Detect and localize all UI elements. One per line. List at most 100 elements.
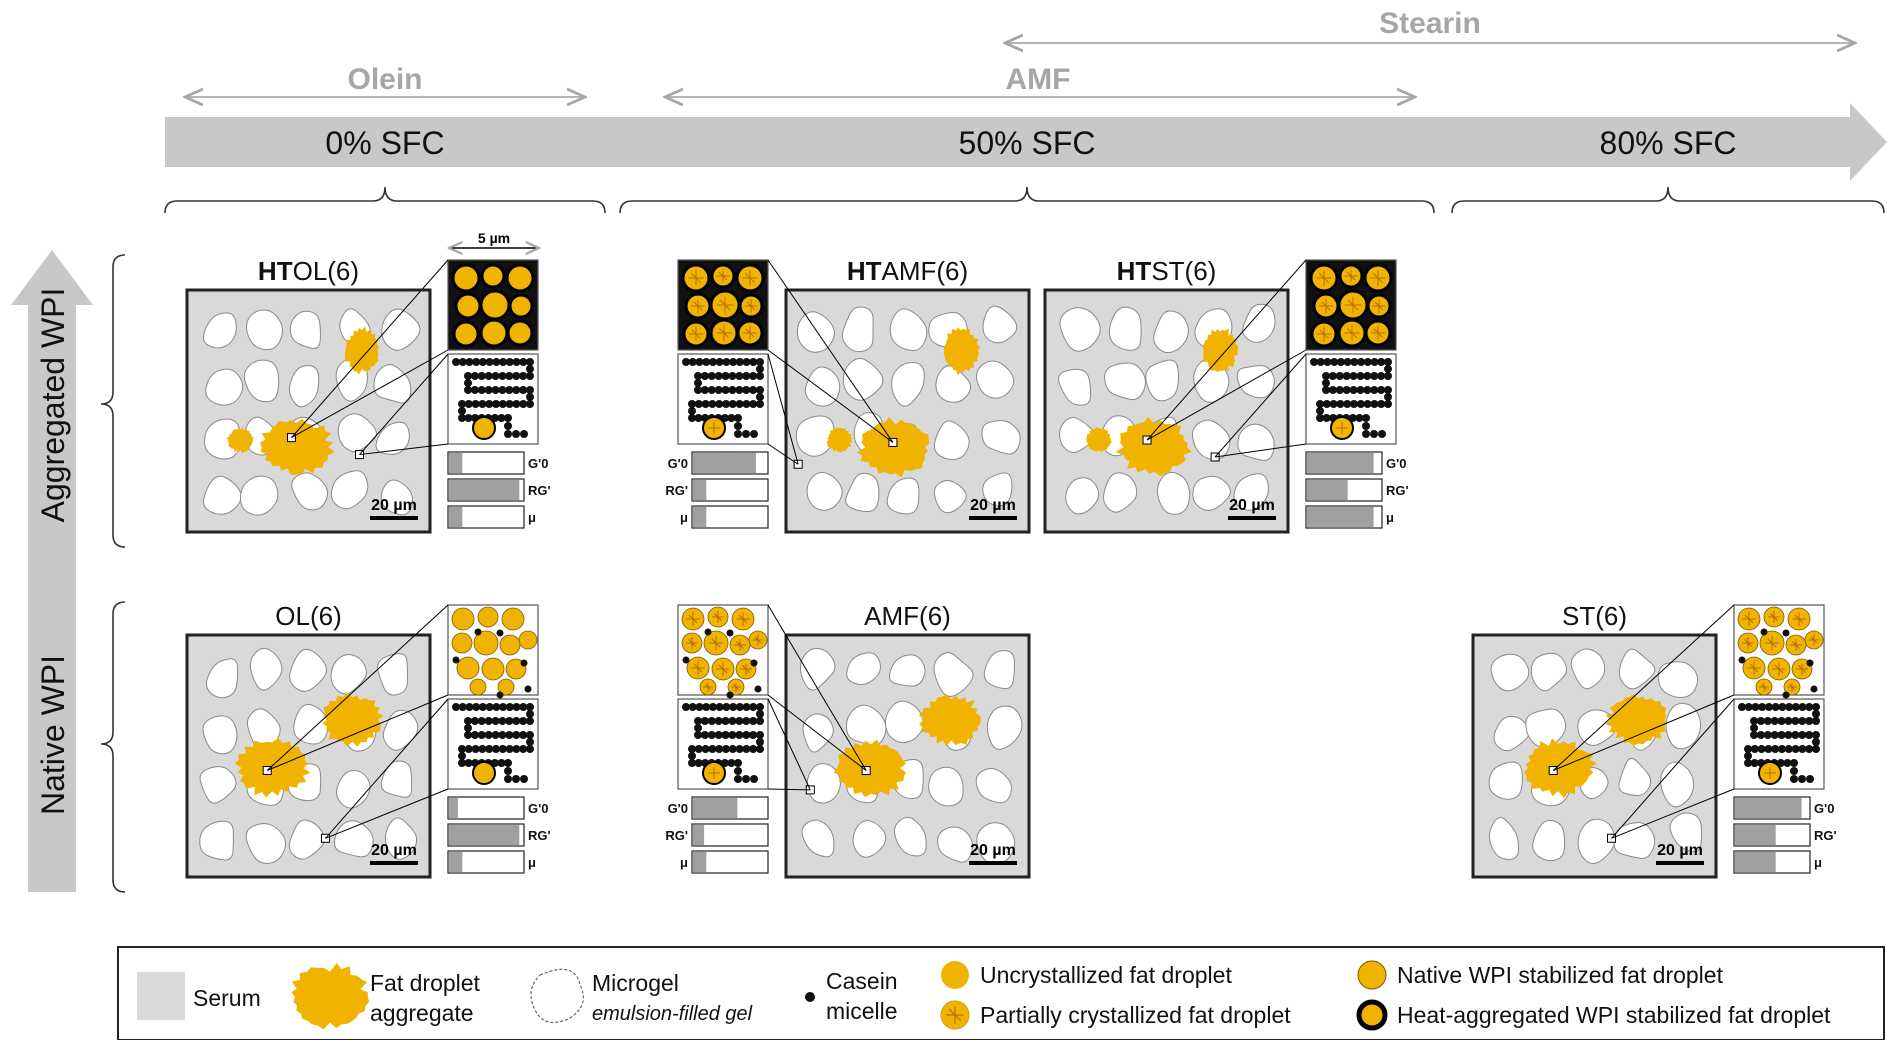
ol-microgel [246, 708, 281, 751]
st-casein [1798, 775, 1806, 783]
htst-microgel [1059, 307, 1101, 352]
ol-casein [464, 731, 472, 739]
htol-casein [458, 407, 466, 415]
htol-casein [478, 400, 487, 408]
ol-embedded-droplet [472, 761, 496, 785]
htamf-casein [750, 430, 758, 438]
st-casein [1782, 691, 1790, 699]
legend-casein-label-2: micelle [826, 998, 898, 1024]
htamf-bar-frame [691, 505, 769, 529]
ol-casein [499, 703, 508, 711]
htst-casein [1349, 386, 1358, 394]
amf-casein [700, 717, 709, 725]
range-olein: Olein [185, 63, 585, 97]
htamf-crystal [688, 326, 704, 342]
htol-casein [464, 372, 472, 380]
amf-casein [701, 745, 710, 753]
htamf-bar-fill [693, 453, 756, 473]
htol-title: HTOL(6) [258, 256, 359, 286]
amf-casein [708, 745, 717, 753]
st-crystal [1792, 612, 1806, 626]
amf-microgel [983, 650, 1015, 690]
htamf-casein [756, 386, 764, 394]
ol-microgel [245, 823, 286, 864]
htamf-casein [708, 358, 717, 366]
amf-casein [727, 759, 736, 767]
htol-microgel [380, 479, 413, 516]
ol-casein [464, 745, 473, 753]
amf-casein [728, 745, 737, 753]
ol-casein [465, 703, 474, 711]
amf-casein [728, 717, 737, 725]
htol-casein [512, 400, 521, 408]
st-zoom-line [1611, 698, 1735, 839]
amf-casein [750, 775, 758, 783]
htamf-fat-aggregate [857, 417, 930, 478]
st-casein [1757, 745, 1766, 753]
legend-casein-swatch [805, 992, 815, 1002]
st-casein [1798, 731, 1807, 739]
htamf-scale-label: 20 µm [970, 497, 1016, 514]
ol-droplet [497, 678, 515, 696]
amf-casein [688, 703, 697, 711]
htamf-zoom-line [767, 349, 894, 443]
htst-casein [1330, 358, 1339, 366]
ol-droplet [456, 656, 480, 680]
row-braces [100, 254, 126, 893]
legend-heat-label: Heat-aggregated WPI stabilized fat dropl… [1397, 1002, 1831, 1028]
htst-casein [1384, 365, 1392, 373]
htst-crystal [1344, 269, 1358, 283]
htst-microgel [1237, 423, 1275, 461]
htol-casein [519, 358, 528, 366]
range-stearin: Stearin [1005, 7, 1855, 43]
st-microgel [1525, 708, 1567, 748]
htst-microgel [1145, 359, 1179, 402]
htamf-title-bold: HT [847, 256, 882, 286]
htamf-microgel [886, 477, 920, 515]
htol-embedded-droplet [472, 416, 496, 440]
htamf-microgel [982, 472, 1013, 507]
htol-casein [512, 386, 521, 394]
htol-casein [465, 358, 474, 366]
ol-casein [504, 759, 512, 767]
ol-casein [512, 775, 520, 783]
htst-bar-label: RG' [1386, 483, 1409, 498]
htol-fat-aggregate [260, 419, 335, 475]
amf-casein [694, 745, 703, 753]
st-casein [1791, 717, 1800, 725]
htol-casein [464, 386, 472, 394]
htst-casein [1384, 358, 1392, 366]
amf-casein [721, 717, 730, 725]
st-title: ST(6) [1562, 601, 1627, 631]
amf-casein [694, 759, 703, 767]
ol-casein [491, 731, 500, 739]
htol-casein [504, 430, 512, 438]
legend-native-swatch [1357, 960, 1387, 990]
st-casein [1805, 745, 1814, 753]
st-casein [1798, 717, 1807, 725]
htol-casein [472, 358, 481, 366]
amf-microgel [852, 820, 887, 858]
htol-casein [505, 400, 514, 408]
st-casein [1791, 745, 1800, 753]
htol-bar-frame [447, 505, 525, 529]
htst-casein [1362, 430, 1370, 438]
st-crystal [1764, 767, 1776, 779]
amf-casein [750, 659, 758, 667]
ol-casein [498, 731, 507, 739]
htamf-microgel [842, 357, 884, 401]
st-casein [1805, 731, 1814, 739]
amf-casein [742, 731, 751, 739]
htamf-casein [688, 400, 696, 408]
htst-casein [1362, 414, 1370, 422]
amf-microgel [846, 652, 881, 685]
amf-microgel [888, 654, 926, 687]
amf-crystal [691, 661, 705, 675]
st-casein [1791, 703, 1800, 711]
amf-casein [688, 745, 696, 753]
htol-casein [484, 386, 493, 394]
amf-crystal [736, 612, 750, 626]
htamf-zoom-line [767, 443, 799, 465]
st-casein [1806, 775, 1814, 783]
